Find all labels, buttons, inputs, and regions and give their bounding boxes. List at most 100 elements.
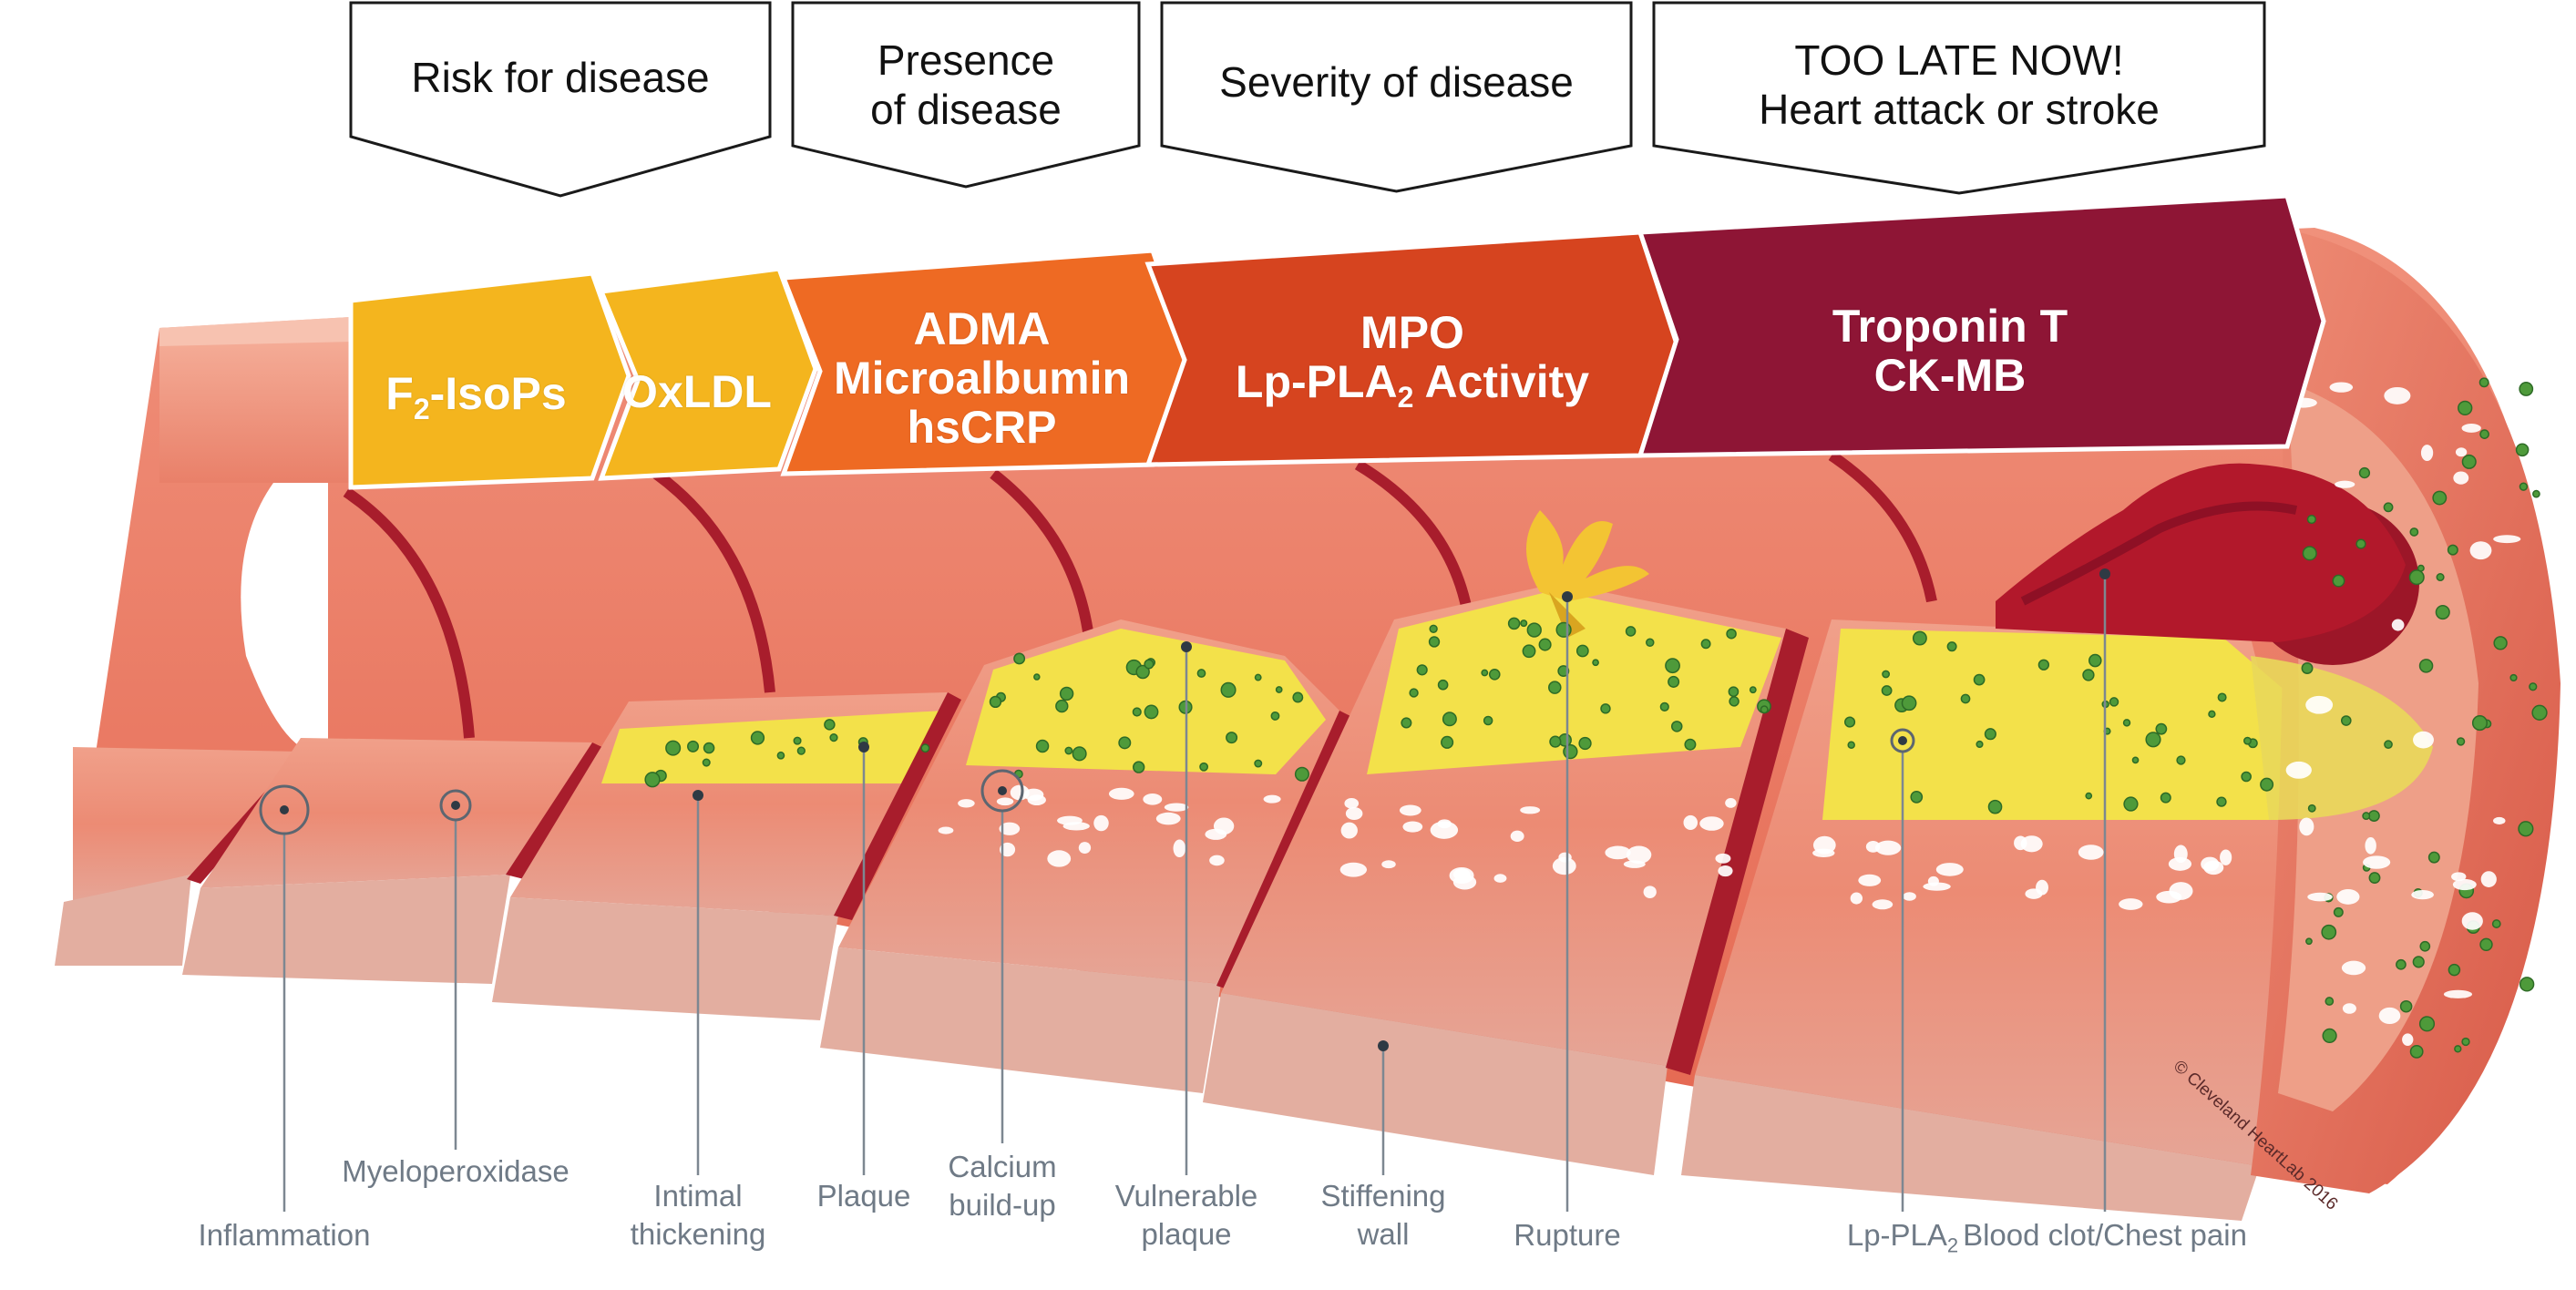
calcium-deposit	[1263, 794, 1281, 804]
stage-label-presence: Presence of disease	[870, 36, 1062, 133]
green-cell	[687, 740, 700, 752]
calcium-deposit	[1381, 860, 1396, 869]
stage-box-presence	[791, 1, 1141, 189]
green-cell	[1072, 746, 1087, 762]
marker-dot-blood-clot	[2099, 568, 2110, 579]
marker-center-inflammation	[280, 805, 289, 814]
green-cell	[2519, 977, 2535, 992]
banner-arrow-troponin	[1637, 193, 2326, 458]
marker-ring-inflammation	[259, 784, 310, 835]
calcium-deposit	[1699, 816, 1724, 831]
calcium-deposit	[2480, 871, 2497, 887]
green-cell	[1557, 665, 1570, 678]
calcium-deposit	[1725, 798, 1737, 808]
calcium-deposit	[999, 822, 1021, 835]
green-cell	[1033, 673, 1041, 681]
green-cell	[824, 719, 836, 731]
green-cell	[1600, 703, 1611, 714]
green-cell	[644, 772, 661, 788]
calcium-deposit	[2365, 837, 2376, 855]
green-cell	[920, 743, 930, 753]
calcium-deposit	[2443, 989, 2473, 998]
calcium-deposit	[1340, 822, 1358, 839]
green-cell	[2176, 755, 2186, 765]
stage-label-severity: Severity of disease	[1219, 58, 1574, 106]
green-cell	[1483, 715, 1493, 726]
green-cell	[2160, 792, 2171, 804]
calcium-deposit	[1493, 874, 1507, 883]
calcium-deposit	[1903, 892, 1916, 901]
green-cell	[2409, 527, 2419, 537]
stage-box-late	[1652, 1, 2266, 195]
green-cell	[1220, 681, 1237, 698]
green-cell	[2412, 956, 2425, 968]
green-cell	[2491, 919, 2501, 928]
green-cell	[2355, 538, 2366, 549]
calcium-deposit	[2119, 898, 2143, 910]
green-cell	[1520, 619, 1528, 628]
green-cell	[2479, 377, 2489, 388]
biomarker-banner	[348, 193, 2326, 490]
green-cell	[2325, 997, 2335, 1006]
calcium-deposit	[1718, 865, 1733, 877]
calcium-deposit	[2384, 386, 2411, 404]
calcium-deposit	[2420, 445, 2434, 461]
blood-clot-shape	[1996, 463, 2406, 642]
green-cell	[776, 751, 785, 760]
green-cell	[2367, 810, 2380, 823]
calcium-deposit	[1874, 840, 1902, 855]
green-cell	[2368, 872, 2381, 885]
green-cell	[2088, 653, 2102, 668]
green-cell	[1668, 675, 1680, 688]
calcium-deposit	[1715, 853, 1731, 864]
green-cell	[1055, 699, 1069, 713]
green-cell	[1670, 721, 1683, 732]
green-cell	[2479, 937, 2493, 952]
marker-label-myeloperoxidase: Myeloperoxidase	[342, 1154, 570, 1188]
green-cell	[796, 746, 806, 755]
green-cell	[2447, 544, 2458, 556]
calcium-deposit	[1143, 793, 1163, 805]
calcium-deposit	[1209, 855, 1225, 866]
calcium-deposit	[1449, 866, 1474, 885]
green-cell	[1729, 696, 1740, 707]
green-cell	[1035, 739, 1050, 753]
calcium-deposit	[1605, 845, 1631, 860]
green-cell	[2435, 604, 2450, 620]
green-cell	[2332, 574, 2345, 588]
calcium-deposit	[1023, 788, 1044, 801]
green-cell	[1700, 639, 1711, 650]
biomarker-troponin-group: Troponin T CK-MB	[1832, 301, 2068, 401]
green-cell	[1441, 735, 1454, 749]
green-cell	[1684, 738, 1697, 751]
green-cell	[2333, 906, 2344, 917]
green-cell	[793, 736, 802, 745]
green-cell	[2037, 659, 2050, 671]
stage-box-risk	[349, 1, 772, 198]
calcium-deposit	[2299, 817, 2314, 836]
calcium-deposit	[2335, 480, 2355, 488]
green-cell	[2396, 958, 2407, 970]
calcium-deposit	[2201, 856, 2220, 872]
green-cell	[1275, 686, 1283, 693]
calcium-deposit	[1344, 798, 1360, 809]
calcium-deposit	[1858, 874, 1882, 886]
green-cell	[1013, 652, 1026, 665]
stage-box-severity	[1160, 1, 1633, 193]
green-cell	[2322, 1028, 2337, 1044]
calcium-deposit	[2341, 960, 2366, 976]
green-cell	[2479, 429, 2489, 439]
calcium-deposit	[1437, 819, 1452, 829]
green-cell	[2306, 514, 2316, 525]
calcium-deposit	[1812, 848, 1835, 858]
biomarker-f2-isops: F2-IsoPs	[385, 367, 567, 425]
green-cell	[2109, 697, 2119, 707]
green-cell	[1910, 791, 1924, 804]
green-cell	[1912, 630, 1927, 646]
green-cell	[1625, 626, 1637, 637]
green-cell	[1522, 644, 1536, 659]
green-cell	[2085, 792, 2093, 800]
green-cell	[1196, 669, 1206, 678]
green-cell	[2418, 1016, 2436, 1032]
